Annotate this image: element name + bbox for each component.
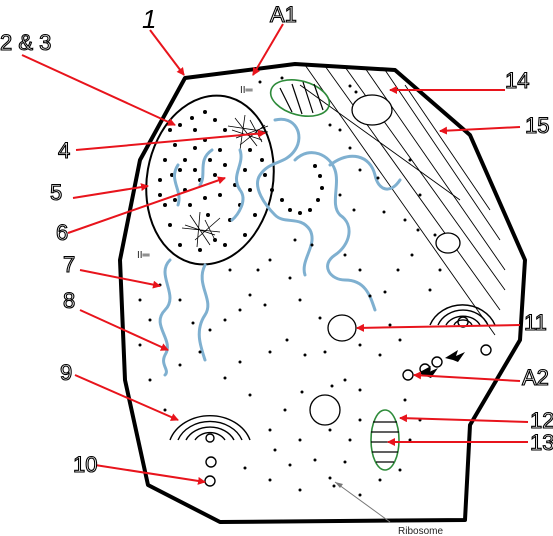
cytoskeleton-lines — [299, 64, 506, 336]
label-9: 9 — [60, 360, 72, 385]
vacuole-14 — [351, 94, 393, 126]
ribosome-pointer-head — [335, 482, 343, 488]
endoplasmic-reticulum — [158, 117, 402, 377]
title-number: 1 — [142, 4, 156, 34]
label-14: 14 — [505, 68, 529, 93]
vesicle-arrow-small — [445, 350, 465, 362]
label-5: 5 — [50, 180, 62, 205]
pointer-arrows — [21, 23, 529, 485]
label-2-3: 2 & 3 — [0, 30, 51, 55]
ribosomes — [138, 76, 442, 497]
label-8: 8 — [63, 288, 75, 313]
label-10: 10 — [73, 452, 97, 477]
nucleus-dots — [158, 110, 257, 252]
label-13: 13 — [530, 430, 553, 455]
cell-membrane — [118, 62, 527, 524]
vesicle-center — [309, 394, 341, 426]
label-7: 7 — [63, 252, 75, 277]
label-12: 12 — [530, 408, 553, 433]
mark-nucleus: II═ — [137, 250, 151, 261]
nucleus — [145, 94, 275, 266]
mark-top: II═ — [240, 85, 254, 96]
vesicle-arrow-small-2 — [418, 366, 438, 378]
mitochondrion-top — [269, 79, 331, 117]
vacuole-15 — [435, 232, 461, 254]
label-11: 11 — [524, 310, 547, 335]
label-ribosome: Ribosome — [398, 526, 443, 536]
vesicle-11 — [327, 314, 357, 342]
label-A1: A1 — [270, 2, 297, 27]
label-15: 15 — [525, 113, 549, 138]
ribosome-pointer — [334, 481, 391, 523]
chromatin-clump-bottom — [181, 211, 221, 248]
rough-er-dots — [260, 158, 324, 215]
golgi-apparatus-right — [402, 304, 496, 381]
mitochondrion-bottom — [370, 409, 400, 471]
label-6: 6 — [56, 220, 68, 245]
label-A2: A2 — [522, 365, 549, 390]
golgi-apparatus-left — [169, 414, 251, 487]
label-4: 4 — [58, 138, 70, 163]
